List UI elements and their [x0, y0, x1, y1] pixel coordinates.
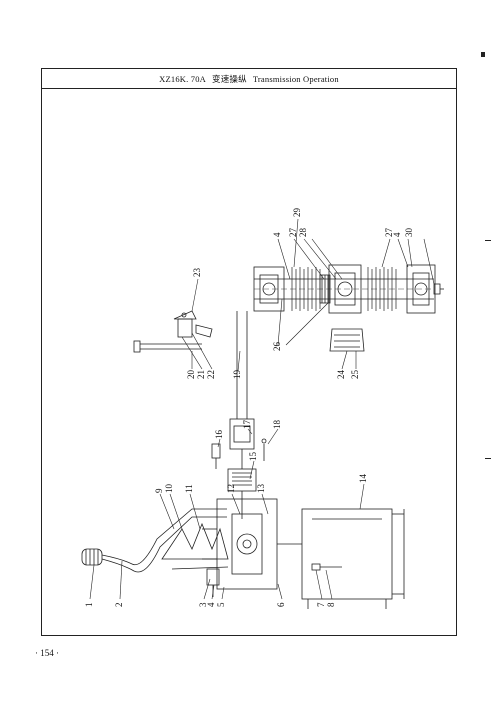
lever-boot [161, 522, 229, 570]
callout-17: 17 [242, 420, 252, 430]
callout-25: 25 [350, 370, 360, 380]
scan-mark [481, 52, 485, 57]
callout-4-third: 4 [392, 232, 402, 237]
title-chinese: 变速操纵 [212, 73, 247, 84]
pin-assembly [211, 438, 267, 469]
callout-labels: 1 2 3 4 5 6 7 8 9 10 11 12 13 14 15 16 1… [84, 208, 414, 608]
figure-title-bar: XZ16K. 70A 变速操纵 Transmission Operation [42, 69, 456, 89]
scan-mark [485, 458, 491, 459]
callout-30: 30 [404, 228, 414, 238]
page-number: · 154 · [35, 648, 59, 658]
callout-23: 23 [192, 268, 202, 278]
callout-8: 8 [326, 602, 336, 607]
bracket-assembly [133, 310, 213, 353]
callout-4: 4 [206, 602, 216, 607]
callout-7: 7 [316, 602, 326, 607]
center-coupling [319, 274, 331, 304]
callout-13: 13 [256, 484, 266, 494]
shift-lever [101, 508, 227, 573]
callout-10: 10 [164, 484, 174, 494]
yoke-left [253, 266, 285, 312]
callout-28: 28 [298, 228, 308, 238]
mount-block [329, 328, 365, 352]
callout-22: 22 [206, 370, 216, 379]
callout-24: 24 [336, 370, 346, 380]
callout-12: 12 [226, 484, 236, 493]
callout-29: 29 [292, 208, 302, 218]
title-english: Transmission Operation [252, 73, 339, 84]
callout-6: 6 [276, 602, 286, 607]
case-bolt [311, 563, 342, 571]
callout-3: 3 [198, 602, 208, 607]
shaft-boot-right [367, 267, 397, 311]
callout-9: 9 [154, 488, 164, 493]
callout-27-first: 27 [288, 228, 298, 238]
transmission-case [301, 508, 405, 609]
callout-14: 14 [358, 474, 368, 484]
yoke-right [406, 264, 436, 314]
model-code: XZ16K. 70A [159, 73, 206, 84]
callout-18: 18 [272, 420, 282, 430]
leader-lines [89, 218, 435, 600]
callout-15: 15 [248, 452, 258, 462]
callout-4-second: 4 [272, 232, 282, 237]
callout-20: 20 [186, 370, 196, 380]
callout-5: 5 [216, 602, 226, 607]
callout-26: 26 [272, 342, 282, 352]
shift-housing [202, 498, 302, 597]
callout-27-second: 27 [384, 228, 394, 238]
callout-16: 16 [214, 430, 224, 440]
shaft-boot-left [291, 267, 321, 311]
figure-frame: XZ16K. 70A 变速操纵 Transmission Operation [41, 68, 457, 636]
shift-knob [81, 548, 103, 566]
transmission-diagram: 1 2 3 4 5 6 7 8 9 10 11 12 13 14 15 16 1… [81, 208, 444, 609]
callout-19: 19 [232, 370, 242, 380]
callout-2: 2 [114, 603, 124, 608]
callout-11: 11 [184, 484, 194, 493]
callout-1: 1 [84, 603, 94, 608]
end-bolt [433, 283, 444, 295]
yoke-mid [328, 264, 362, 314]
scan-mark [485, 240, 491, 241]
callout-21: 21 [196, 370, 206, 379]
